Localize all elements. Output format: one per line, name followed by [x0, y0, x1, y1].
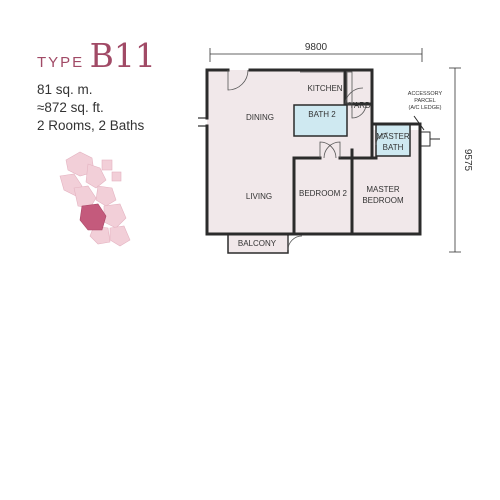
accessory-label-line2: PARCEL: [414, 98, 436, 104]
width-dimension: [209, 48, 423, 62]
room-label-balcony: BALCONY: [238, 239, 277, 248]
master-bath-fill: [375, 123, 411, 157]
balcony-floor: [228, 234, 288, 253]
accessory-label-line3: (A/C LEDGE): [408, 105, 441, 111]
room-label-master-bedroom-line2: BEDROOM: [362, 196, 404, 205]
accessory-parcel-label: ACCESSORY PARCEL (A/C LEDGE): [408, 91, 443, 111]
room-label-master-bath-line2: BATH: [383, 143, 404, 152]
room-label-master-bedroom-line1: MASTER: [366, 185, 400, 194]
accessory-label-line1: ACCESSORY: [408, 91, 443, 97]
door-swings: [227, 69, 389, 251]
unit-type-code: B11: [89, 36, 156, 75]
room-label-living: LIVING: [246, 192, 272, 201]
room-label-dining: DINING: [246, 113, 274, 122]
area-sqft: ≈872 sq. ft.: [37, 100, 104, 115]
room-label-bath-2: BATH 2: [308, 110, 336, 119]
key-plan-unit-marker: [79, 203, 107, 231]
room-labels: KITCHEN YARD DINING BATH 2 MASTER BATH L…: [238, 84, 410, 248]
room-label-bedroom-2: BEDROOM 2: [299, 189, 348, 198]
entry-marker: [198, 117, 207, 127]
unit-type-prefix: TYPE: [37, 54, 85, 71]
floor-area: [207, 70, 420, 234]
unit-type-heading: TYPE B11: [37, 36, 156, 75]
kitchen-counters: [300, 71, 353, 105]
key-plan-blocks: [59, 151, 131, 247]
room-label-master-bath-line1: MASTER: [376, 132, 410, 141]
width-dimension-label: 9800: [305, 42, 328, 53]
depth-dimension-label: 9575: [462, 149, 473, 172]
depth-dimension: [449, 67, 461, 253]
room-label-yard: YARD: [349, 101, 371, 110]
rooms-baths: 2 Rooms, 2 Baths: [37, 118, 145, 133]
key-plan: [59, 151, 131, 247]
accessory-parcel-marker: [413, 115, 440, 147]
room-label-kitchen: KITCHEN: [307, 84, 342, 93]
bath-2-fill: [293, 104, 348, 137]
area-sqm: 81 sq. m.: [37, 82, 93, 97]
